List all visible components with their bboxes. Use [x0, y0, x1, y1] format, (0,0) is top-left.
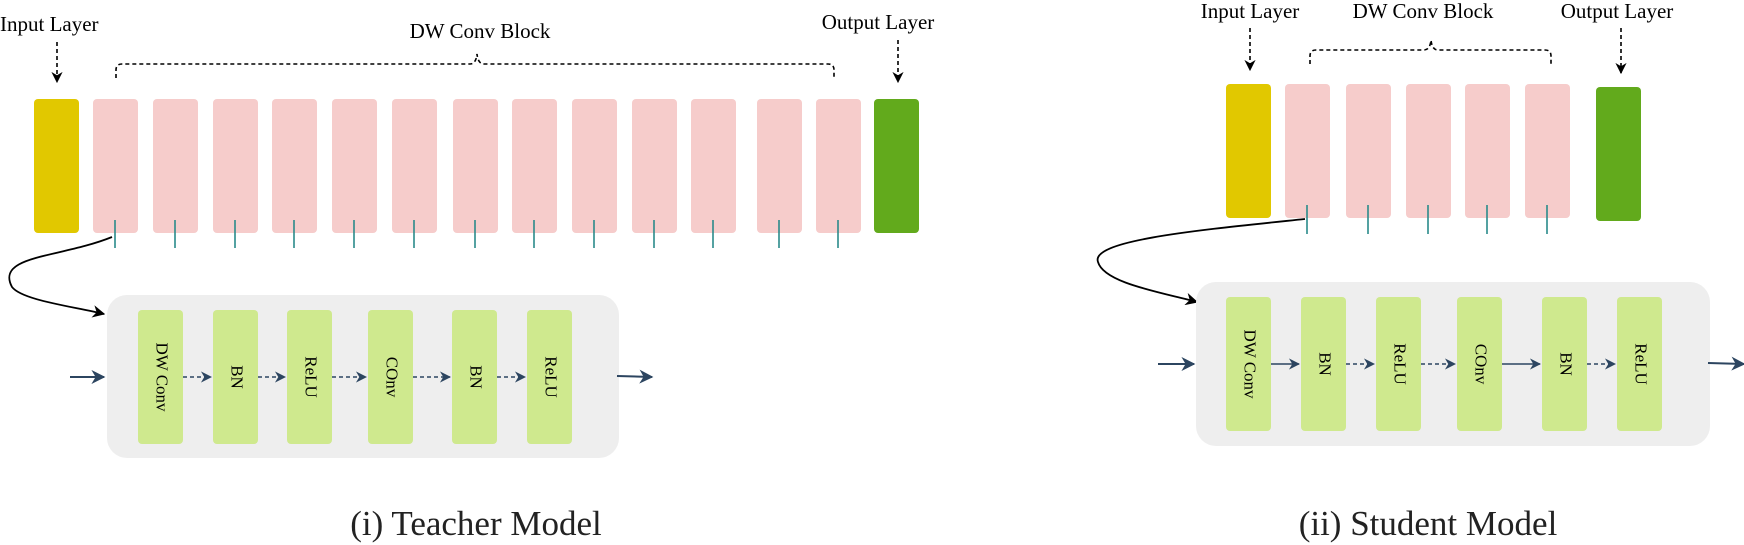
teacher-output-layer — [874, 99, 919, 233]
teacher-conv-block — [632, 99, 677, 233]
teacher-caption: (i) Teacher Model — [350, 504, 602, 543]
teacher-block-connectors — [114, 220, 839, 248]
teacher-bn-text: BN — [467, 365, 486, 389]
teacher-conv-block — [213, 99, 258, 233]
teacher-conv-text: COnv — [383, 357, 402, 398]
student-dw-conv-layer — [1226, 297, 1271, 431]
student-bn-text: BN — [1316, 352, 1335, 376]
teacher-bn-layer — [213, 310, 258, 444]
student-output-layer — [1596, 87, 1641, 221]
teacher-inner-layers — [138, 310, 572, 444]
student-panel-output-arrow — [1707, 356, 1744, 371]
teacher-conv-block — [512, 99, 557, 233]
student-relu-layer — [1617, 297, 1662, 431]
student-input-layer-label: Input Layer — [1201, 0, 1300, 23]
student-conv-blocks — [1285, 84, 1570, 218]
teacher-conv-block — [453, 99, 498, 233]
student-caption: (ii) Student Model — [1299, 504, 1558, 543]
teacher-conv-block — [691, 99, 736, 233]
teacher-conv-blocks — [93, 99, 861, 233]
teacher-relu-text: ReLU — [302, 356, 321, 398]
student-input-layer — [1226, 84, 1271, 218]
teacher-relu-layer — [527, 310, 572, 444]
teacher-dw-conv-brace — [115, 53, 835, 78]
teacher-output-layer-label: Output Layer — [822, 10, 935, 34]
student-bn-text: BN — [1557, 352, 1576, 376]
student-block-connectors — [1306, 205, 1548, 234]
student-bn-layer — [1301, 297, 1346, 431]
student-dw-conv-block-label: DW Conv Block — [1353, 0, 1494, 23]
student-conv-block — [1346, 84, 1391, 218]
student-conv-block — [1525, 84, 1570, 218]
teacher-conv-block — [332, 99, 377, 233]
student-relu-text: ReLU — [1391, 343, 1410, 385]
teacher-model: Input Layer DW Conv Block Output Layer — [0, 10, 934, 543]
student-model: Input Layer DW Conv Block Output Layer — [1096, 0, 1744, 543]
teacher-conv-block — [153, 99, 198, 233]
teacher-relu-layer — [287, 310, 332, 444]
teacher-dw-conv-layer — [138, 310, 183, 444]
student-inner-layers — [1226, 297, 1662, 431]
teacher-input-layer-label: Input Layer — [0, 12, 99, 36]
teacher-panel-output-arrow — [616, 369, 654, 384]
teacher-conv-block — [757, 99, 802, 233]
student-conv-layer — [1457, 297, 1502, 431]
teacher-bn-text: BN — [228, 365, 247, 389]
teacher-dw-conv-text: DW Conv — [153, 342, 172, 412]
teacher-conv-block — [816, 99, 861, 233]
student-relu-text: ReLU — [1632, 343, 1651, 385]
teacher-expand-arrow — [8, 236, 113, 318]
teacher-conv-layer — [368, 310, 413, 444]
teacher-conv-block — [572, 99, 617, 233]
student-bn-layer — [1542, 297, 1587, 431]
student-conv-block — [1465, 84, 1510, 218]
student-conv-text: COnv — [1472, 344, 1491, 385]
student-dw-conv-brace — [1309, 39, 1552, 64]
teacher-dw-conv-block-label: DW Conv Block — [410, 19, 551, 43]
teacher-input-layer — [34, 99, 79, 233]
teacher-conv-block — [392, 99, 437, 233]
teacher-inner-layer-labels: DW Conv BN ReLU COnv BN ReLU — [153, 342, 561, 412]
teacher-relu-text: ReLU — [542, 356, 561, 398]
teacher-conv-block — [272, 99, 317, 233]
student-output-layer-label: Output Layer — [1561, 0, 1674, 23]
teacher-bn-layer — [452, 310, 497, 444]
student-conv-block — [1285, 84, 1330, 218]
student-conv-block — [1406, 84, 1451, 218]
student-dw-conv-text: DW Conv — [1241, 329, 1260, 399]
student-relu-layer — [1376, 297, 1421, 431]
student-inner-layer-labels: DW Conv BN ReLU COnv BN ReLU — [1241, 329, 1651, 399]
teacher-conv-block — [93, 99, 138, 233]
student-expand-arrow — [1096, 218, 1306, 306]
